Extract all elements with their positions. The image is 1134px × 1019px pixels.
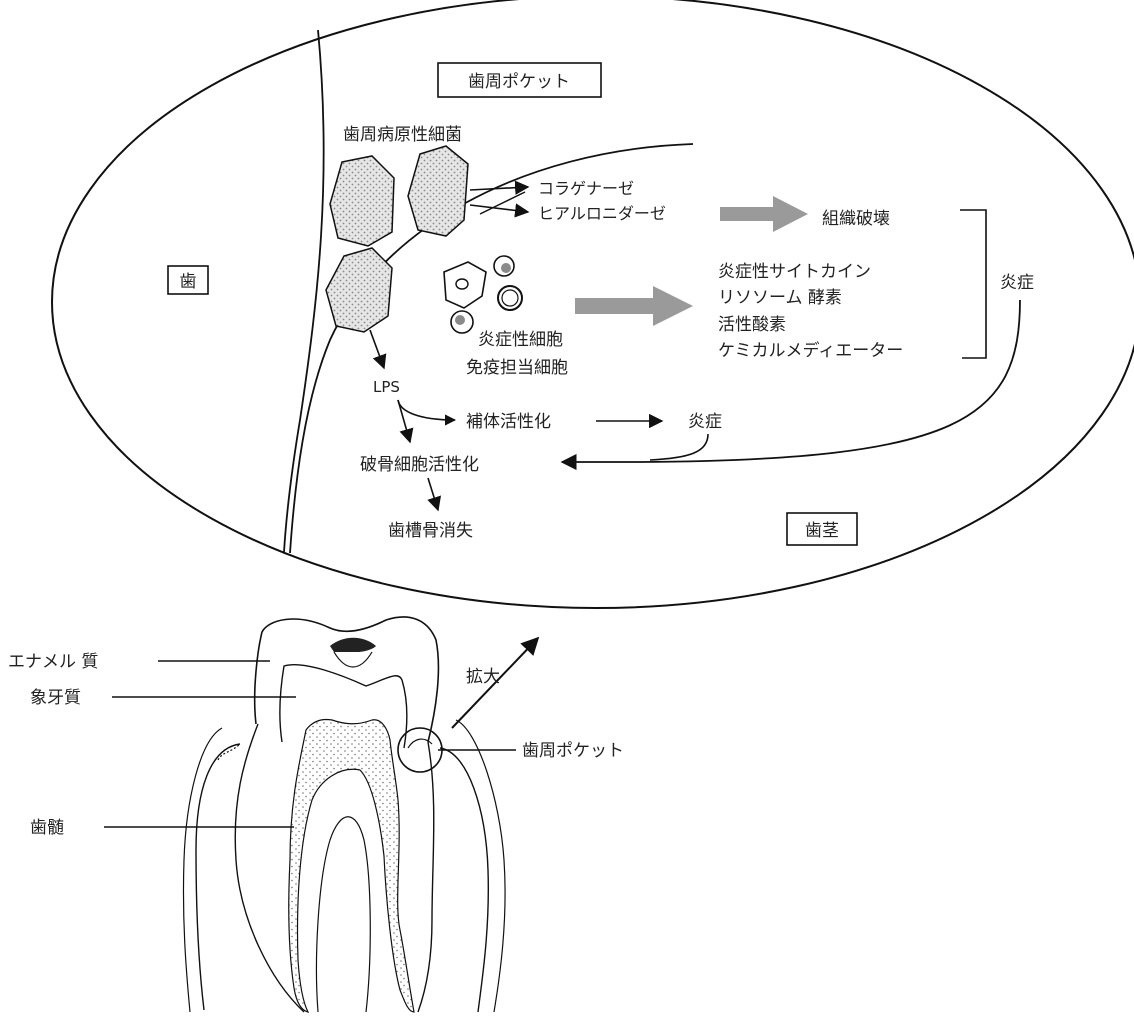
macrophage-nucleus bbox=[456, 279, 468, 289]
tooth-box-label: 歯 bbox=[180, 272, 197, 292]
magnified-label: 拡大 bbox=[466, 667, 500, 687]
tooth-cross-section bbox=[183, 617, 505, 1012]
caries-inner bbox=[334, 652, 372, 667]
pulp-label: 歯髄 bbox=[30, 818, 64, 838]
caries-lesion bbox=[330, 638, 376, 653]
active-oxygen-label: 活性酸素 bbox=[718, 315, 786, 335]
inflammation-bracket-label: 炎症 bbox=[1000, 273, 1034, 293]
chemical-mediator-label: ケミカルメディエーター bbox=[718, 340, 903, 361]
dentin-label: 象牙質 bbox=[30, 688, 81, 708]
enamel-label: エナメル 質 bbox=[8, 652, 98, 672]
collagenase-label: コラゲナーゼ bbox=[538, 179, 634, 198]
pathogenic-bacteria-label: 歯周病原性細菌 bbox=[343, 125, 462, 145]
bacterium-1 bbox=[330, 156, 394, 246]
alveolar-bone-loss-label: 歯槽骨消失 bbox=[388, 521, 473, 541]
cell-c-nucleus bbox=[455, 315, 465, 325]
immune-cells-label: 免疫担当細胞 bbox=[466, 358, 568, 378]
lps-label: LPS bbox=[373, 378, 400, 396]
root-right-outline bbox=[418, 742, 434, 1012]
gingiva-left-outer bbox=[183, 728, 222, 1012]
complement-activation-label: 補体活性化 bbox=[466, 412, 551, 432]
periodontal-pocket-box-label: 歯周ポケット bbox=[468, 72, 570, 92]
gingiva-right-outer bbox=[456, 720, 505, 1012]
enlarged-view: 歯周ポケット 歯 歯茎 歯周病原性細菌 コラゲナーゼ ヒアルロニダーゼ 組織破壊 bbox=[52, 0, 1134, 608]
gingiva-left bbox=[196, 744, 240, 1010]
cell-a-nucleus bbox=[501, 263, 511, 273]
tissue-destruction-label: 組織破壊 bbox=[822, 209, 890, 229]
inflammatory-cells-label: 炎症性細胞 bbox=[478, 330, 563, 350]
pulp-chamber bbox=[289, 719, 414, 1012]
inflammation-small-label: 炎症 bbox=[688, 412, 722, 432]
bone-inner-left bbox=[317, 817, 371, 1012]
periodontal-pocket-label: 歯周ポケット bbox=[522, 741, 624, 761]
cell-b-inner bbox=[502, 290, 518, 306]
inflammatory-cytokine-label: 炎症性サイトカイン bbox=[718, 262, 871, 282]
osteoclast-activation-label: 破骨細胞活性化 bbox=[360, 455, 479, 475]
pocket-circle bbox=[398, 728, 442, 772]
lysosome-enzyme-label: リソソーム 酵素 bbox=[718, 288, 842, 308]
gingiva-box-label: 歯茎 bbox=[805, 521, 839, 541]
gingiva-right bbox=[440, 748, 488, 1012]
hyaluronidase-label: ヒアルロニダーゼ bbox=[538, 204, 666, 223]
